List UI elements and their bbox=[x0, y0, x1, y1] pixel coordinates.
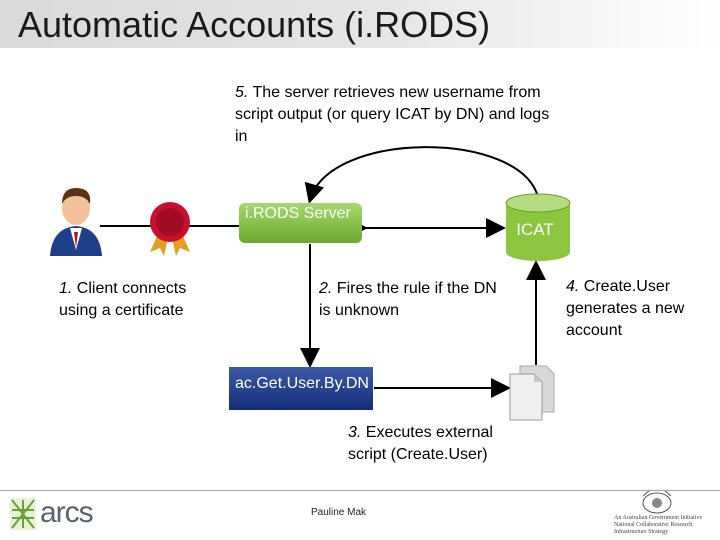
gov-crest-icon bbox=[642, 489, 672, 514]
certificate-icon bbox=[150, 202, 190, 256]
step3-number: 3. bbox=[348, 424, 362, 441]
gov-line-2: National Collaborative Research bbox=[614, 522, 693, 528]
step5-curve-arrow bbox=[304, 146, 552, 216]
database-icon bbox=[505, 193, 571, 261]
icat-label: ICAT bbox=[516, 220, 554, 239]
step2-number: 2. bbox=[319, 280, 333, 297]
step5-number: 5. bbox=[235, 84, 249, 101]
step2-label: 2. Fires the rule if the DN is unknown bbox=[319, 278, 499, 322]
step4-number: 4. bbox=[566, 278, 580, 295]
slide-title: Automatic Accounts (i.RODS) bbox=[18, 4, 491, 45]
irods-server-node: i.RODS Server bbox=[239, 203, 362, 243]
gov-line-1: An Australian Government Initiative bbox=[614, 515, 703, 521]
footer-divider bbox=[0, 490, 720, 491]
user-icon bbox=[50, 188, 102, 256]
arcs-logo-text: arcs bbox=[40, 496, 94, 529]
title-bar bbox=[0, 0, 720, 48]
arcs-logo-mark bbox=[10, 498, 36, 530]
step3-text: Executes external script (Create.User) bbox=[348, 424, 493, 463]
step1-number: 1. bbox=[59, 280, 73, 297]
step4-label: 4. Create.User generates a new account bbox=[566, 276, 716, 342]
step2-text: Fires the rule if the DN is unknown bbox=[319, 280, 497, 319]
document-icon bbox=[509, 365, 555, 421]
footer-author: Pauline Mak bbox=[311, 507, 367, 518]
step5-label: 5. The server retrieves new username fro… bbox=[235, 82, 565, 148]
step5-text: The server retrieves new username from s… bbox=[235, 84, 550, 145]
step4-text: Create.User generates a new account bbox=[566, 278, 685, 339]
step1-text: Client connects using a certificate bbox=[59, 280, 187, 319]
gov-line-3: Infrastructure Strategy bbox=[614, 529, 669, 535]
acct-rule-node: ac.Get.User.By.DN bbox=[229, 367, 373, 410]
step3-label: 3. Executes external script (Create.User… bbox=[348, 422, 528, 466]
step1-label: 1. Client connects using a certificate bbox=[59, 278, 219, 322]
gov-initiative-text: An Australian Government Initiative Nati… bbox=[614, 515, 718, 536]
